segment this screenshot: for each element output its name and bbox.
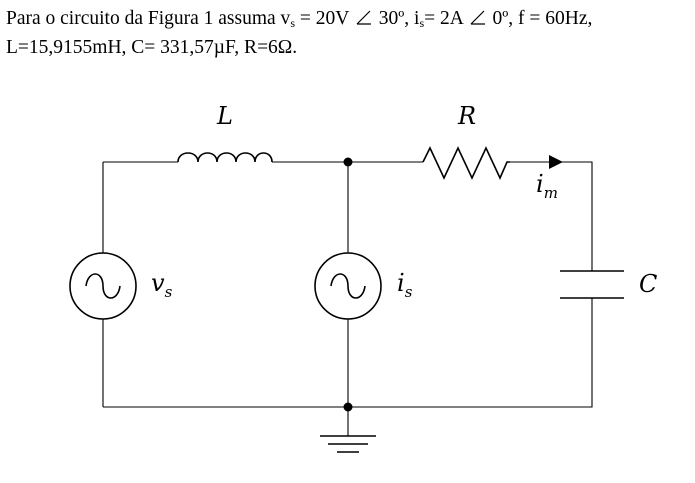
resistor-label: R <box>457 102 476 130</box>
sine-wave-icon <box>330 273 366 299</box>
angle-symbol-icon <box>470 9 486 25</box>
is-value: = 2A <box>424 8 468 29</box>
statement-prefix: Para o circuito da Figura 1 assuma v <box>6 8 291 29</box>
vs-value: = 20V <box>294 8 354 29</box>
voltage-source <box>69 252 137 320</box>
inductor-coil <box>177 152 273 163</box>
inductor-label: L <box>216 102 233 130</box>
capacitor-label: C <box>639 270 657 298</box>
current-source-subscript: s <box>405 283 413 301</box>
ground-icon <box>320 435 376 453</box>
arrow-icon <box>549 155 563 169</box>
vs-phase: 30º, i <box>373 8 420 29</box>
current-source-circle <box>314 252 382 320</box>
statement-line-2: L=15,9155mH, C= 331,57µF, R=6Ω. <box>6 37 298 58</box>
voltage-source-subscript: s <box>165 283 173 301</box>
current-source-main: i <box>397 269 405 297</box>
wire-top-right <box>510 161 593 271</box>
vs-subscript: s <box>290 16 295 30</box>
current-im-main: i <box>536 170 544 198</box>
is-subscript: s <box>419 16 425 30</box>
current-im-label: im <box>536 170 558 202</box>
voltage-source-label: vs <box>151 269 173 301</box>
node-bottom <box>343 402 353 412</box>
voltage-source-main: v <box>151 269 165 297</box>
problem-statement: Para o circuito da Figura 1 assuma vs = … <box>6 4 692 62</box>
resistor-zigzag <box>422 146 510 180</box>
current-source-label: is <box>397 269 413 301</box>
sine-wave-icon <box>85 273 121 299</box>
voltage-source-circle <box>69 252 137 320</box>
current-im-subscript: m <box>544 184 558 202</box>
current-source <box>314 252 382 320</box>
wire-bottom <box>103 298 593 408</box>
angle-symbol-icon <box>356 9 372 25</box>
is-phase-and-frequency: 0º, f = 60Hz, <box>487 8 593 29</box>
statement-line-1: Para o circuito da Figura 1 assuma vs = … <box>6 4 692 33</box>
circuit-wires <box>102 161 593 436</box>
node-top <box>343 157 353 167</box>
